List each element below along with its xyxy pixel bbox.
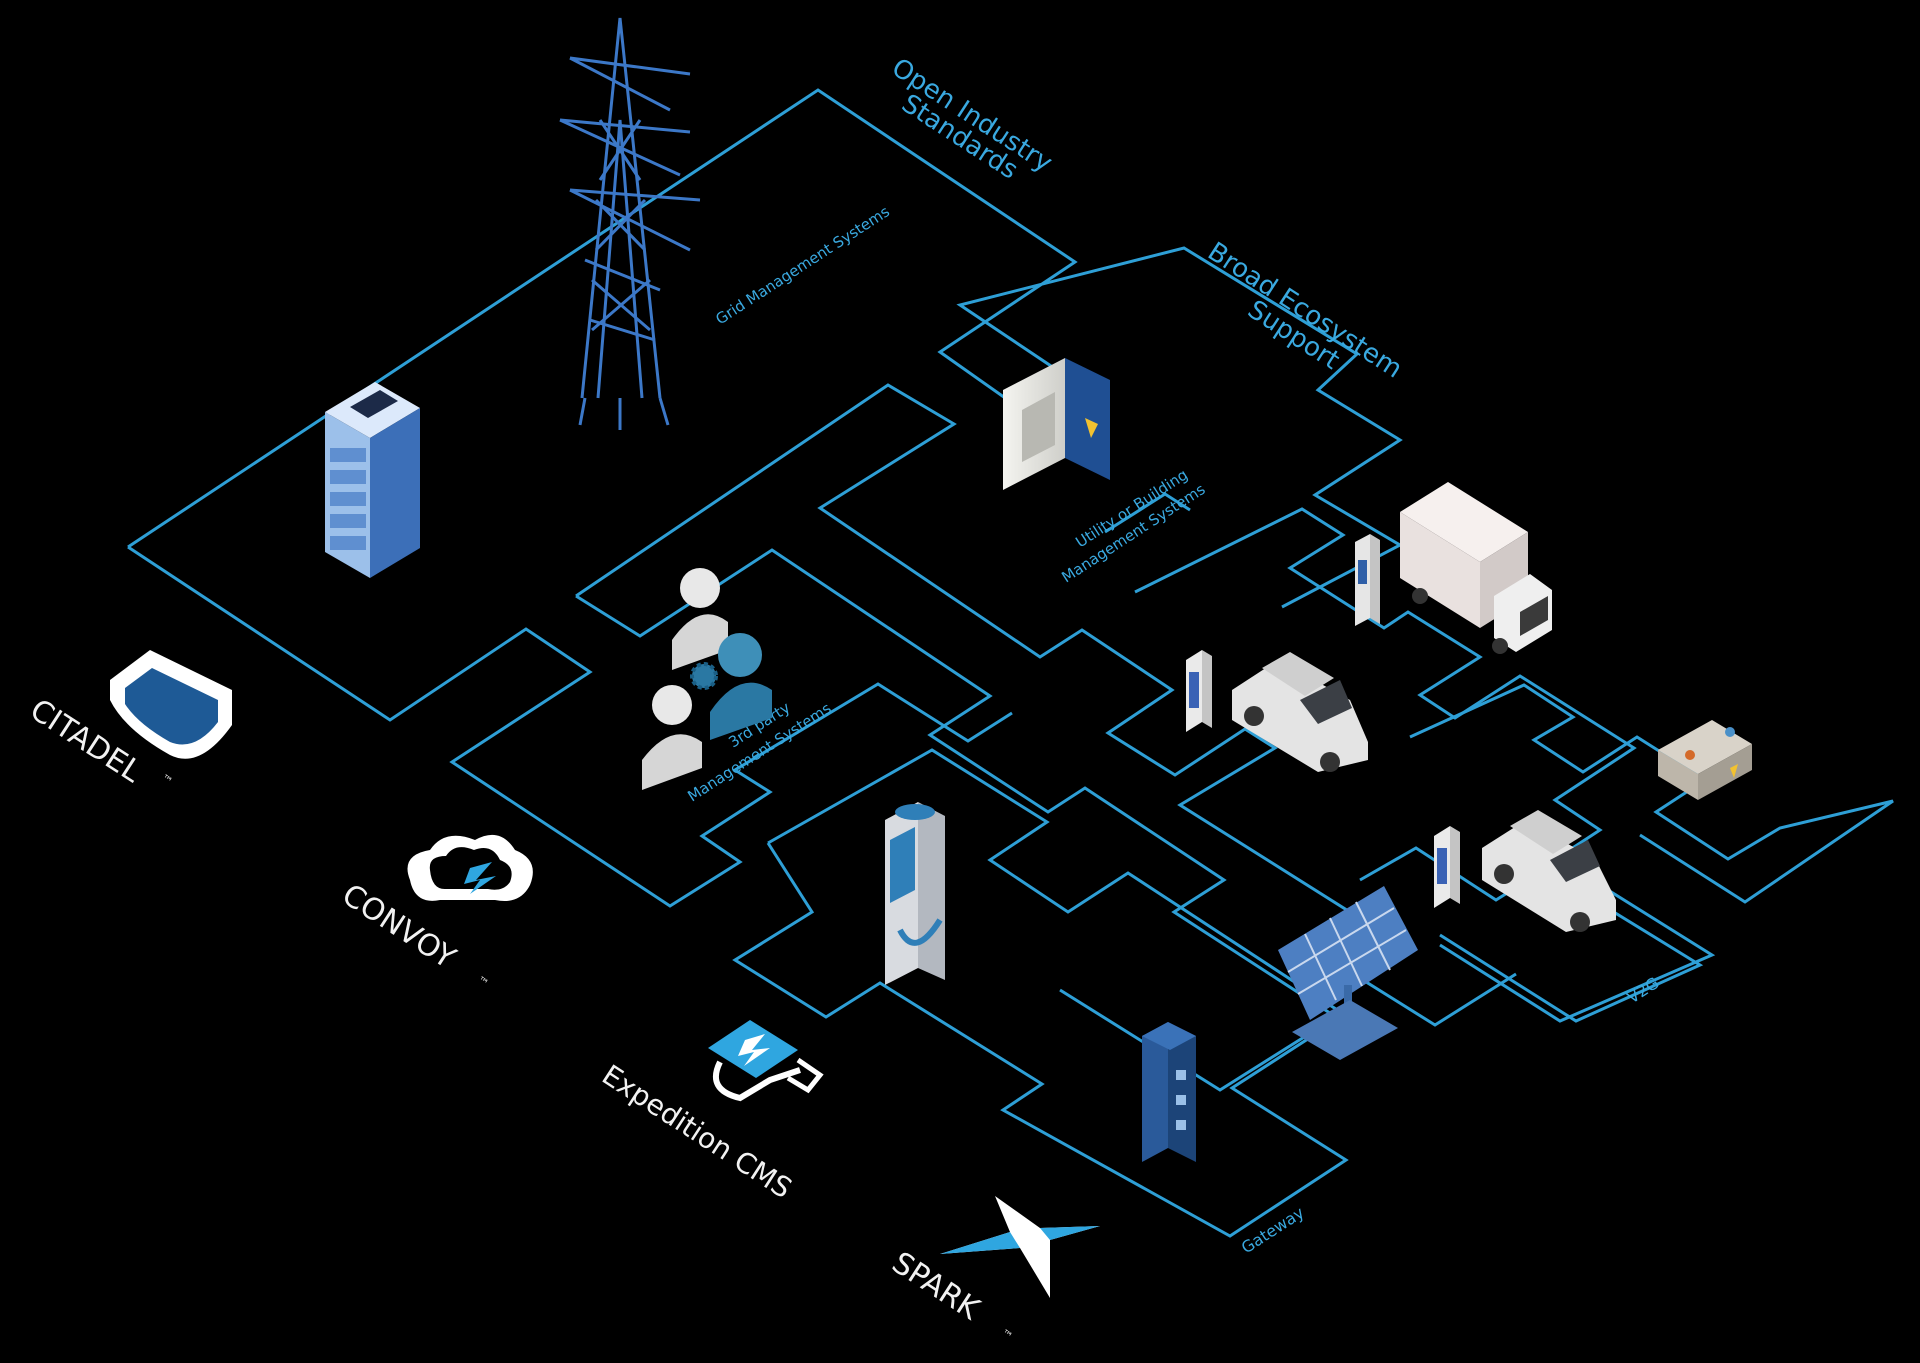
citadel-logo: CITADEL ™ xyxy=(24,650,232,790)
outline-bottom-region xyxy=(732,748,1349,1238)
spark-logo: SPARK ™ xyxy=(886,1196,1100,1344)
outline-left-region xyxy=(127,545,1013,908)
spark-wordmark: SPARK xyxy=(886,1245,987,1328)
server-rack-icon xyxy=(325,382,420,578)
convoy-cloud-icon xyxy=(407,834,533,901)
convoy-tm: ™ xyxy=(474,974,490,991)
citadel-tm: ™ xyxy=(158,772,174,789)
convoy-logo: CONVOY ™ xyxy=(336,834,533,991)
ev-charger-icon xyxy=(885,802,945,985)
expedition-logo: Expedition CMS xyxy=(596,1020,824,1205)
outline-network xyxy=(127,88,1894,1238)
car-icon xyxy=(1232,652,1368,772)
users-gear-icon xyxy=(642,568,772,790)
ev-charger-truck-icon xyxy=(1355,534,1380,626)
electrical-panel-icon xyxy=(1003,358,1110,490)
label-broad-ecosystem-1: Broad Ecosystem xyxy=(1202,237,1407,385)
citadel-shield-icon xyxy=(110,650,232,759)
car-v2g-icon xyxy=(1482,810,1616,932)
gateway-device-icon xyxy=(1142,1022,1196,1162)
spark-star-icon xyxy=(940,1196,1100,1298)
battery-icon xyxy=(1658,720,1752,800)
spark-tm: ™ xyxy=(998,1327,1014,1344)
label-gateway: Gateway xyxy=(1238,1203,1308,1257)
ev-charger-v2g-icon xyxy=(1434,826,1460,908)
label-grid-mgmt: Grid Management Systems xyxy=(712,202,893,328)
expedition-plug-icon xyxy=(708,1020,824,1102)
power-tower-icon xyxy=(559,17,701,430)
outline-cloud-link xyxy=(1104,492,1191,534)
truck-icon xyxy=(1400,482,1552,654)
outline-grid-region xyxy=(127,88,1404,609)
ev-charger-car-icon xyxy=(1186,650,1212,732)
solar-panel-icon xyxy=(1278,886,1418,1060)
